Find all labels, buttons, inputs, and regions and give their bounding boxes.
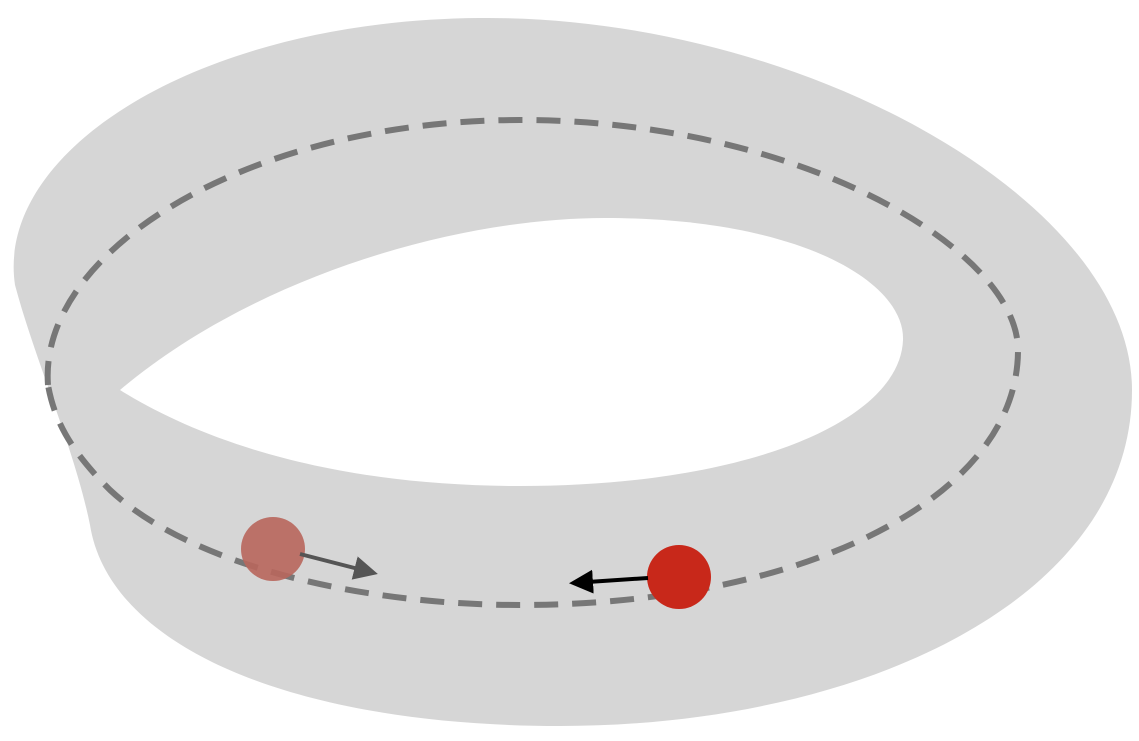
particle-back (241, 517, 305, 581)
strip-hole (120, 218, 904, 486)
particle-front (647, 545, 711, 609)
dashed-centerline (44, 116, 1022, 609)
arrow-back (299, 552, 378, 580)
arrow-front (569, 569, 649, 594)
